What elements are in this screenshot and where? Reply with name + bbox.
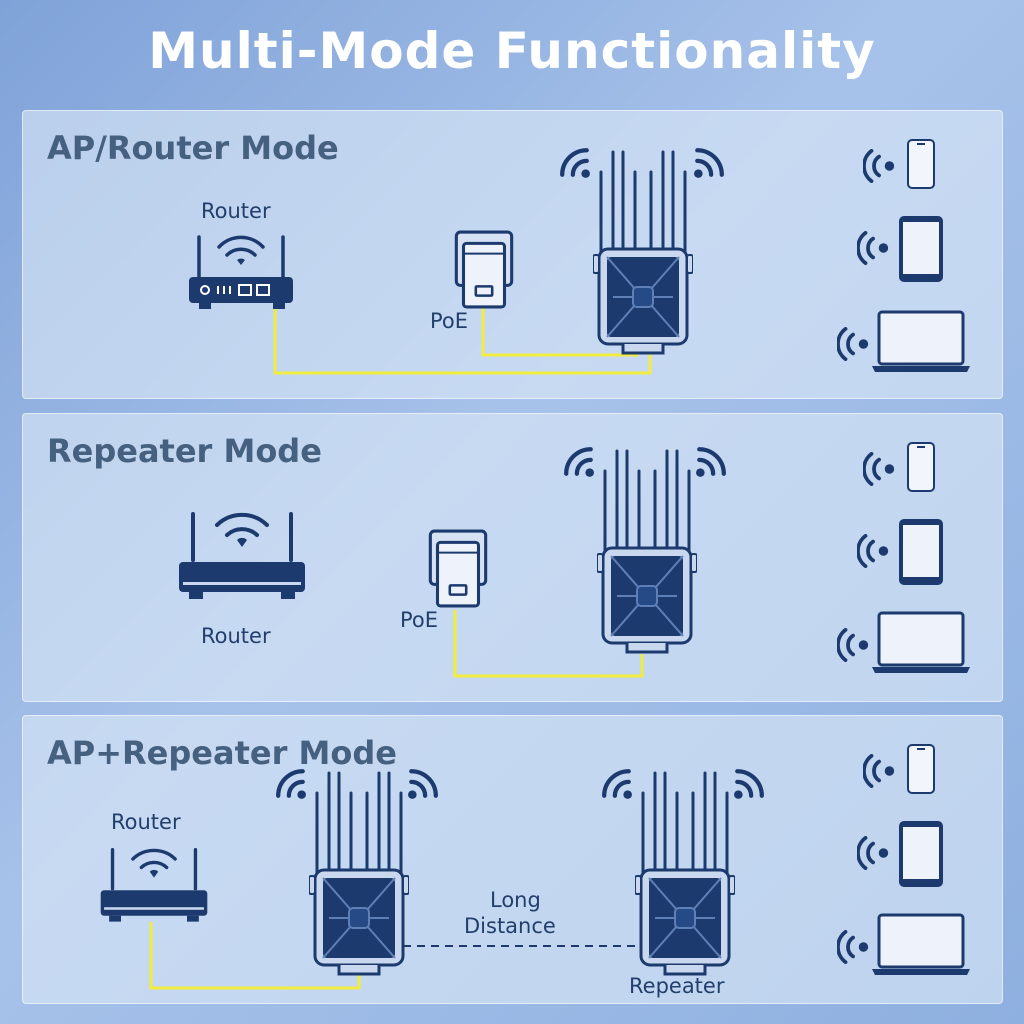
wifi-signal-icon (863, 452, 897, 486)
phone-icon (906, 743, 936, 795)
ap-repeater-mode-panel: AP+Repeater Mode Router Long Distance Re… (22, 715, 1003, 1004)
tablet-icon (897, 214, 945, 284)
phone-icon (906, 138, 936, 190)
laptop-icon (871, 912, 971, 978)
wifi-signal-icon (837, 930, 871, 964)
laptop-icon (871, 610, 971, 676)
wifi-signal-icon (733, 768, 765, 800)
extender-icon (597, 446, 697, 656)
ap-router-mode-panel: AP/Router Mode Router PoE (22, 110, 1003, 399)
router-label: Router (201, 199, 271, 223)
extender-icon (309, 768, 409, 978)
ethernet-cable (453, 610, 644, 678)
wifi-signal-icon (559, 147, 591, 179)
distance-label-line1: Long (490, 888, 541, 912)
router-icon (99, 844, 209, 929)
wifi-signal-icon (857, 836, 891, 870)
extender-icon (593, 147, 693, 357)
router-icon (187, 235, 297, 315)
tablet-icon (897, 517, 945, 587)
wifi-signal-icon (837, 327, 871, 361)
wifi-signal-icon (601, 768, 633, 800)
repeater-label: Repeater (629, 974, 725, 998)
wifi-signal-icon (407, 768, 439, 800)
distance-label-line2: Distance (464, 914, 556, 938)
wifi-signal-icon (837, 628, 871, 662)
tablet-icon (897, 819, 945, 889)
repeater-mode-panel: Repeater Mode Router PoE (22, 413, 1003, 702)
poe-adapter-icon (427, 528, 489, 610)
wifi-signal-icon (275, 768, 307, 800)
router-icon (177, 510, 307, 605)
wifi-signal-icon (863, 754, 897, 788)
wifi-signal-icon (695, 446, 727, 478)
poe-label: PoE (400, 608, 439, 632)
extender-icon (635, 768, 735, 978)
poe-adapter-icon (453, 229, 515, 311)
page-title: Multi-Mode Functionality (148, 22, 876, 80)
wifi-signal-icon (857, 534, 891, 568)
poe-label: PoE (430, 309, 469, 333)
wifi-signal-icon (863, 149, 897, 183)
wifi-signal-icon (563, 446, 595, 478)
panel-title-repeater: Repeater Mode (47, 432, 322, 470)
phone-icon (906, 441, 936, 493)
panel-title-ap-router: AP/Router Mode (47, 129, 339, 167)
wifi-signal-icon (857, 231, 891, 265)
wifi-signal-icon (693, 147, 725, 179)
laptop-icon (871, 309, 971, 375)
panel-title-ap-repeater: AP+Repeater Mode (47, 734, 397, 772)
router-label: Router (111, 810, 181, 834)
router-label: Router (201, 624, 271, 648)
